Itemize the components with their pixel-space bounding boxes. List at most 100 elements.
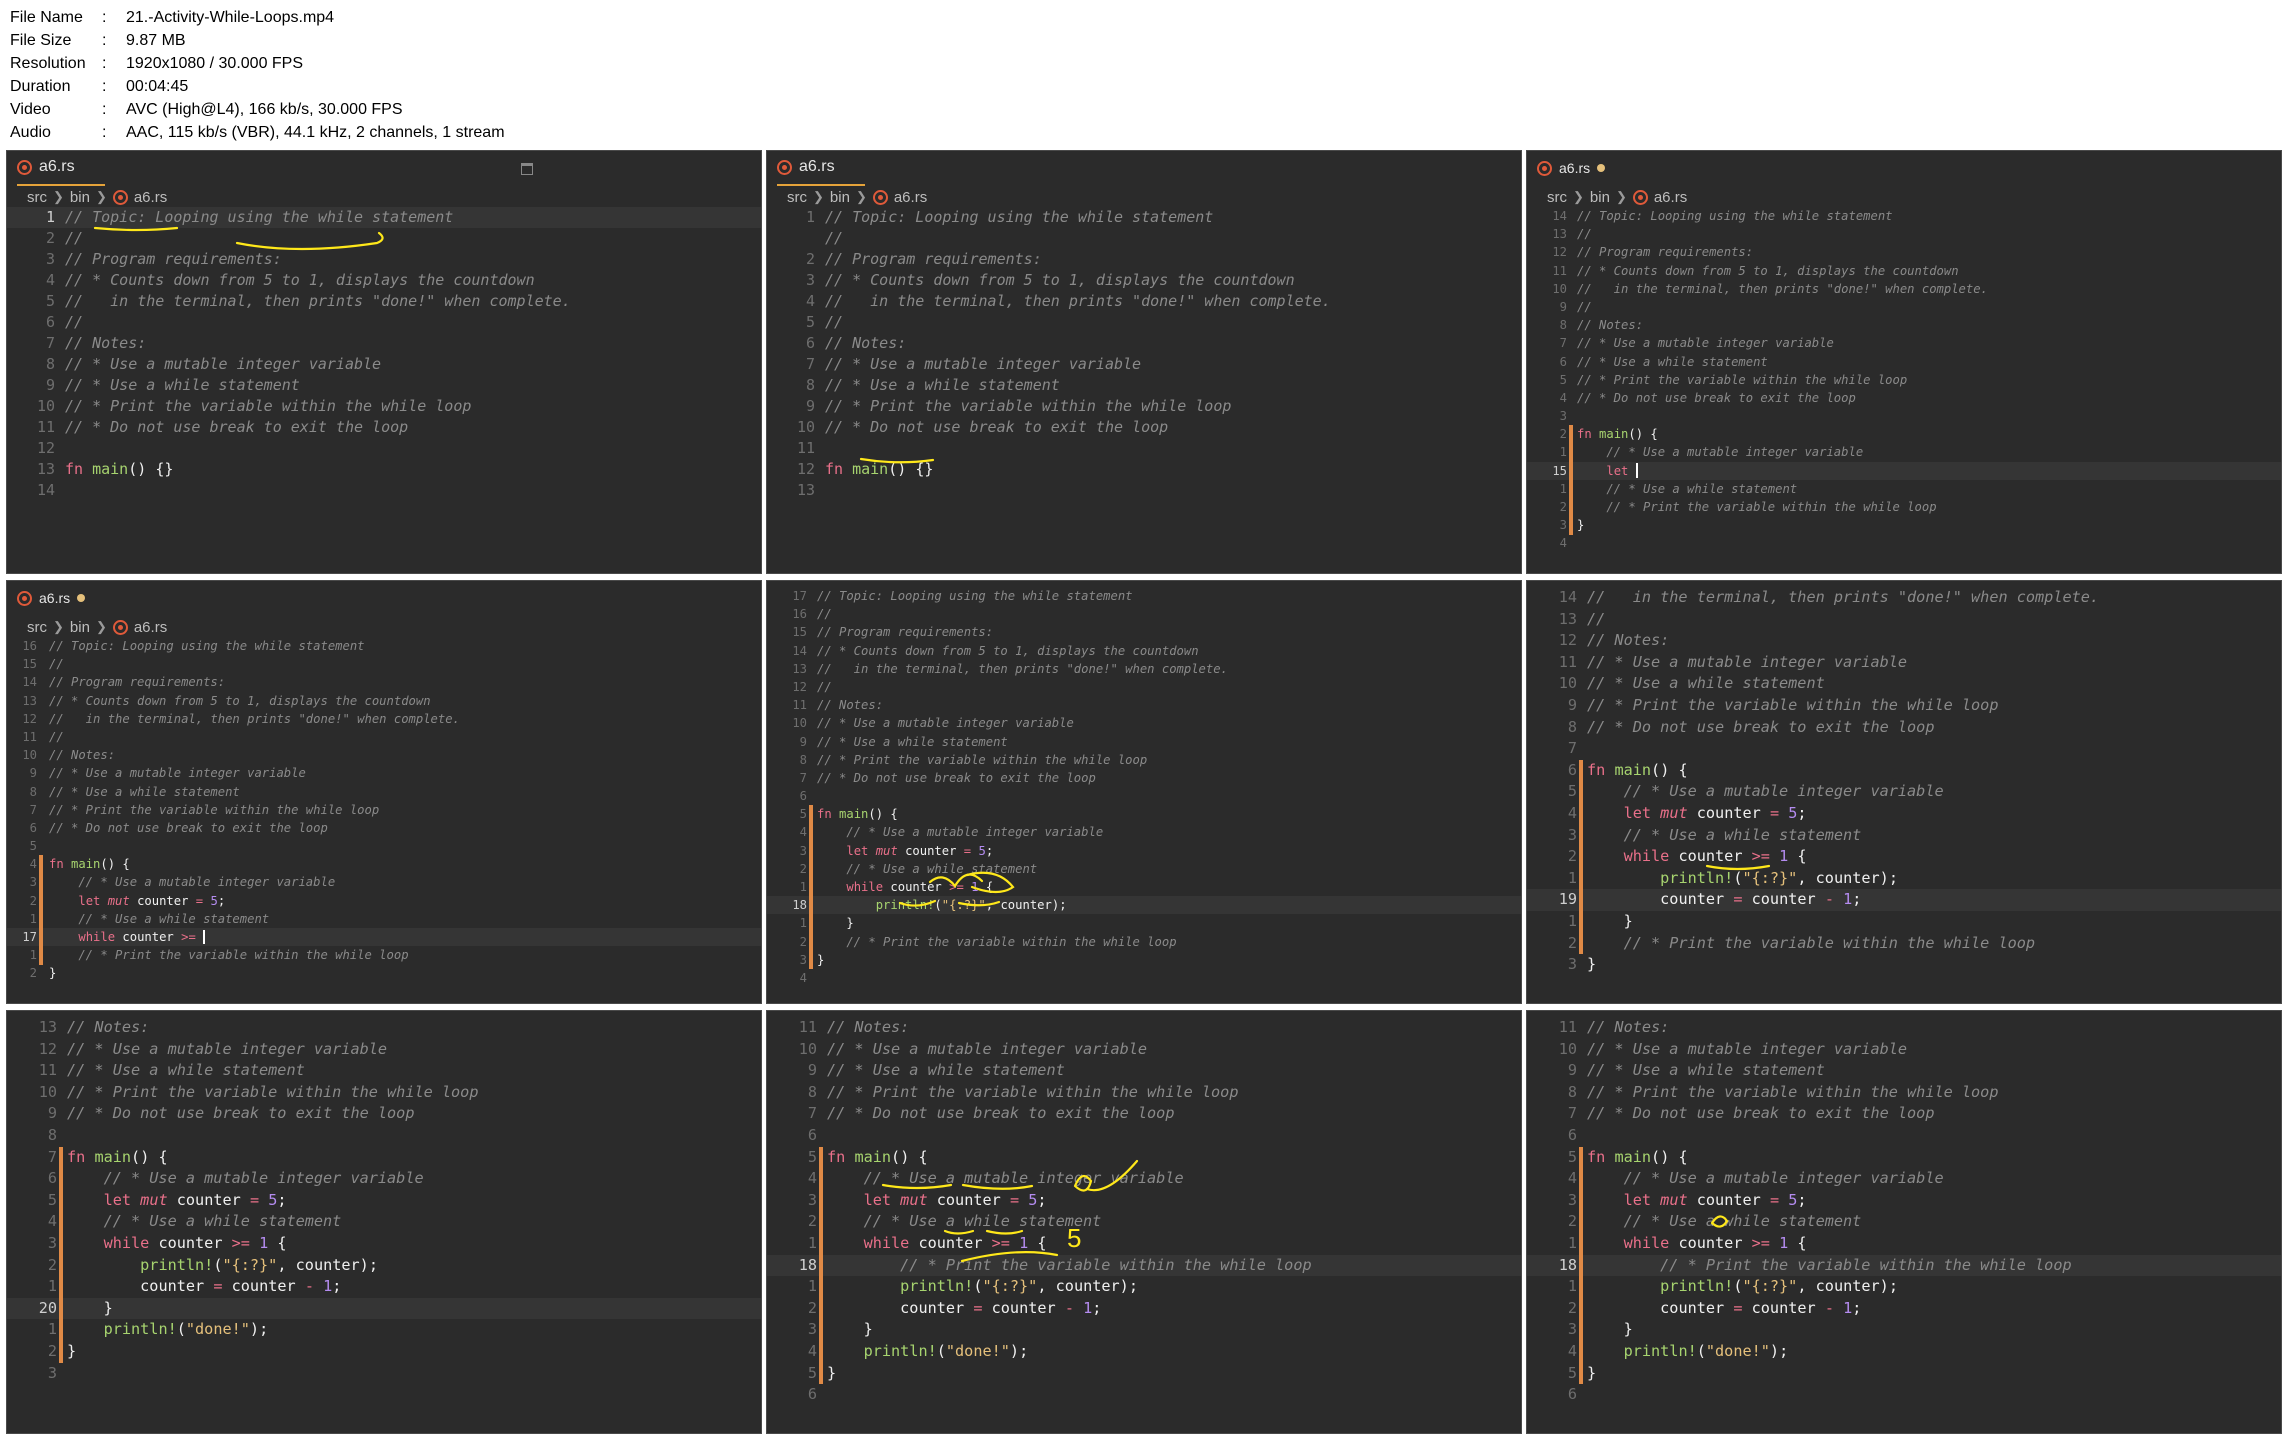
- line-number: 13: [1552, 227, 1567, 242]
- line-text: counter = counter - 1;: [900, 1298, 1102, 1317]
- code-line: 2//: [7, 228, 761, 249]
- code-line: 15 let: [1527, 461, 2281, 480]
- line-text: // * Print the variable within the while…: [49, 948, 409, 963]
- code-editor[interactable]: 1// Topic: Looping using the while state…: [767, 207, 1521, 501]
- line-number: 13: [1558, 609, 1577, 628]
- breadcrumb-file[interactable]: a6.rs: [133, 618, 168, 636]
- line-number: 3: [47, 1363, 57, 1382]
- editor-tab[interactable]: a6.rs: [17, 151, 105, 186]
- line-text: while counter >=: [37, 928, 206, 946]
- code-line: 2 // * Print the variable within the whi…: [1527, 933, 2281, 955]
- line-number: 3: [1567, 825, 1577, 844]
- code-line: 18 println!("{:?}", counter);: [767, 896, 1521, 915]
- line-text: //: [817, 679, 832, 694]
- breadcrumb-src[interactable]: src: [27, 188, 47, 206]
- breadcrumb-src[interactable]: src: [27, 618, 47, 636]
- line-number: 2: [1567, 1298, 1577, 1317]
- line-number: 14: [36, 481, 55, 499]
- code-line: 9// * Use a while statement: [7, 375, 761, 396]
- code-line: 18 // * Print the variable within the wh…: [1527, 1254, 2281, 1277]
- breadcrumb-src[interactable]: src: [787, 188, 807, 206]
- line-text: // * Counts down from 5 to 1, displays t…: [825, 271, 1295, 289]
- code-line: 11// * Use a while statement: [7, 1060, 761, 1082]
- line-number: 2: [45, 229, 55, 247]
- line-number: 13: [38, 1018, 57, 1036]
- line-number: 9: [29, 766, 37, 781]
- chevron-right-icon: ❯: [1615, 189, 1627, 204]
- line-number: 3: [29, 875, 37, 890]
- editor-tab[interactable]: a6.rs: [1537, 151, 1635, 185]
- line-number: 14: [1558, 588, 1577, 606]
- code-line: 7// * Print the variable within the whil…: [7, 801, 761, 819]
- line-text: println!("{:?}", counter);: [140, 1255, 378, 1274]
- line-number: 6: [1567, 760, 1577, 779]
- line-text: fn main() {: [817, 807, 898, 822]
- line-number: 4: [1567, 1341, 1577, 1360]
- line-text: [55, 480, 65, 501]
- line-number: 2: [807, 1298, 817, 1317]
- rust-file-icon: [112, 189, 128, 205]
- code-line: 5 let mut counter = 5;: [7, 1190, 761, 1212]
- code-editor[interactable]: 17// Topic: Looping using the while stat…: [767, 587, 1521, 987]
- text-cursor: [1635, 463, 1638, 478]
- line-text: let mut counter = 5;: [78, 893, 226, 908]
- code-line: 16//: [767, 605, 1521, 623]
- editor-tab[interactable]: a6.rs: [17, 581, 115, 615]
- breadcrumb-bin[interactable]: bin: [829, 188, 850, 206]
- line-text: counter = counter - 1;: [1660, 1298, 1862, 1317]
- line-number: 6: [1567, 1385, 1577, 1404]
- breadcrumb: src❯bin❯a6.rs: [7, 615, 761, 639]
- breadcrumb-bin[interactable]: bin: [69, 188, 90, 206]
- breadcrumb-src[interactable]: src: [1547, 188, 1567, 206]
- editor-tab[interactable]: a6.rs: [777, 151, 865, 186]
- line-number: 4: [805, 292, 815, 310]
- line-number: 5: [45, 292, 55, 310]
- line-number: 1: [1567, 1233, 1577, 1252]
- line-text: println!("done!");: [1623, 1341, 1789, 1360]
- line-text: // Topic: Looping using the while statem…: [1577, 209, 1893, 223]
- line-number: 4: [1567, 803, 1577, 822]
- code-line: 2 let mut counter = 5;: [7, 892, 761, 910]
- line-text: // * Do not use break to exit the loop: [1577, 390, 1856, 405]
- line-number: 11: [792, 698, 807, 713]
- breadcrumb-file[interactable]: a6.rs: [893, 188, 928, 206]
- line-text: // * Do not use break to exit the loop: [817, 770, 1096, 785]
- code-line: 4// * Do not use break to exit the loop: [1527, 389, 2281, 407]
- breadcrumb-bin[interactable]: bin: [69, 618, 90, 636]
- line-text: // * Use a while statement: [1587, 1212, 1862, 1231]
- line-number: 12: [22, 711, 37, 726]
- code-line: 3// Program requirements:: [7, 249, 761, 270]
- code-line: 8// * Print the variable within the whil…: [767, 751, 1521, 769]
- line-text: // * Use a mutable integer variable: [1577, 445, 1864, 460]
- code-editor[interactable]: 14// in the terminal, then prints "done!…: [1527, 587, 2281, 976]
- tab-bar: a6.rs: [7, 151, 761, 186]
- code-editor[interactable]: 1// Topic: Looping using the while state…: [7, 207, 761, 501]
- breadcrumb-file[interactable]: a6.rs: [133, 188, 168, 206]
- breadcrumb-file[interactable]: a6.rs: [1653, 188, 1688, 206]
- line-text: println!("{:?}", counter);: [1660, 868, 1898, 887]
- code-line: 13//: [1527, 225, 2281, 243]
- line-number: 13: [792, 661, 807, 676]
- line-number: 12: [796, 460, 815, 478]
- line-text: //: [49, 657, 64, 672]
- code-line: 2 // * Print the variable within the whi…: [1527, 498, 2281, 516]
- code-line: 2 counter = counter - 1;: [1527, 1298, 2281, 1320]
- breadcrumb-bin[interactable]: bin: [1589, 188, 1610, 206]
- line-number: 7: [1567, 1104, 1577, 1123]
- code-editor[interactable]: 13// Notes:12// * Use a mutable integer …: [7, 1017, 761, 1384]
- code-editor[interactable]: 11// Notes:10// * Use a mutable integer …: [767, 1017, 1521, 1406]
- line-text: // * Use a while statement: [817, 734, 1008, 749]
- code-editor[interactable]: 16// Topic: Looping using the while stat…: [7, 637, 761, 983]
- line-text: while counter >= 1 {: [846, 880, 994, 894]
- code-line: 12// Notes:: [1527, 630, 2281, 652]
- line-number: 2: [1559, 427, 1567, 442]
- line-text: [1577, 1384, 1587, 1406]
- code-editor[interactable]: 11// Notes:10// * Use a mutable integer …: [1527, 1017, 2281, 1406]
- code-editor[interactable]: 14// Topic: Looping using the while stat…: [1527, 207, 2281, 553]
- line-text: fn main() {}: [825, 460, 934, 478]
- line-number: 6: [805, 334, 815, 352]
- code-line: 11// * Do not use break to exit the loop: [7, 417, 761, 438]
- trash-icon[interactable]: [521, 163, 533, 175]
